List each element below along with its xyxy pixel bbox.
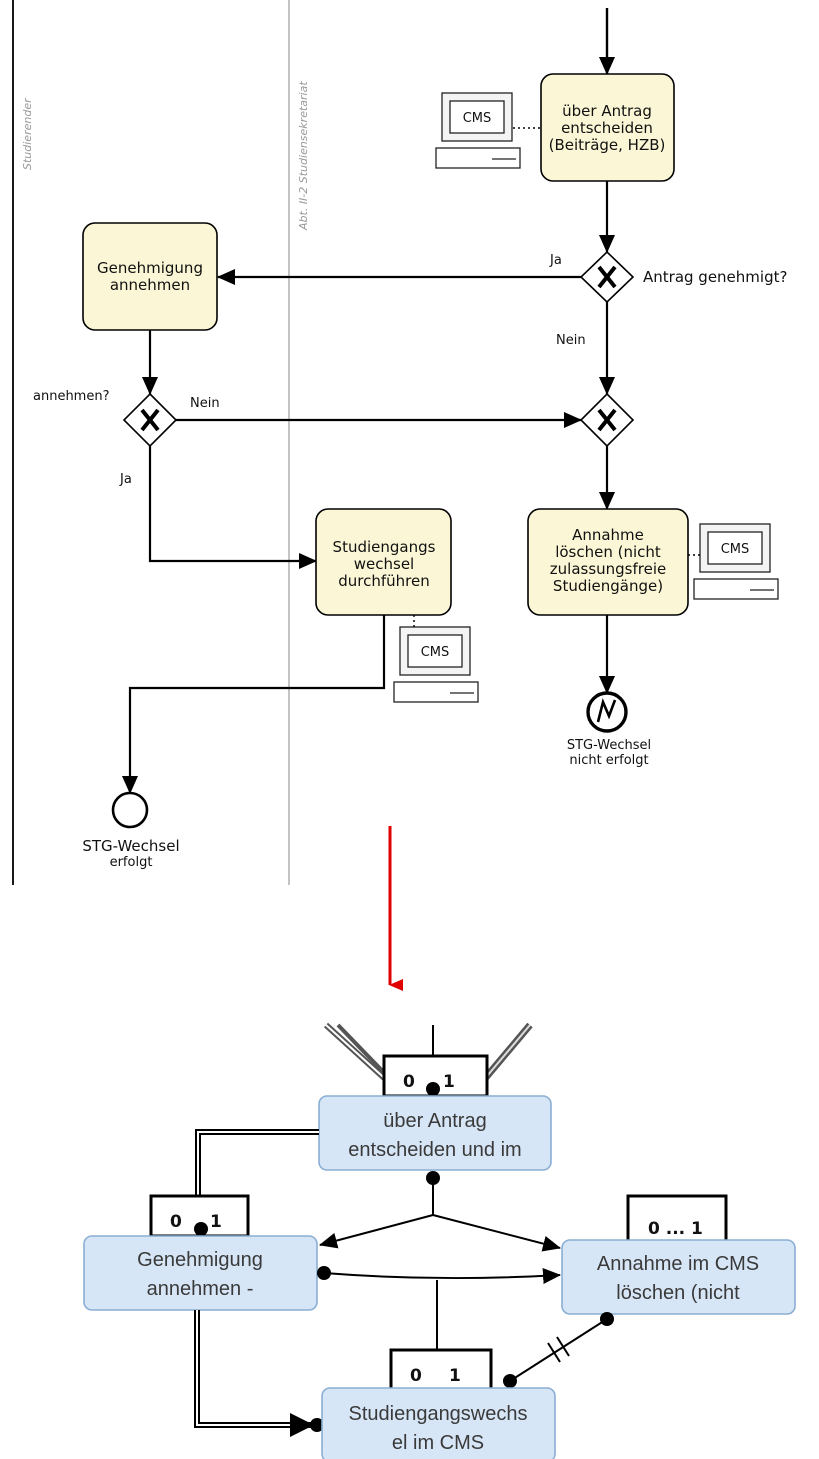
task-decide-line1: über Antrag (562, 102, 652, 120)
yawl-task-decide[interactable]: über Antrag entscheiden und im (318, 1095, 552, 1171)
gateway-accept[interactable] (122, 392, 178, 448)
task-accept-line2: annehmen (110, 276, 190, 294)
task-change-line1: Studiengangs (333, 538, 436, 556)
end-event-error[interactable] (586, 691, 628, 733)
task-delete-admission[interactable]: Annahme löschen (nicht zulassungsfreie S… (527, 508, 689, 616)
task-change-line3: durchführen (338, 572, 430, 590)
cancel-mark-icon (547, 1336, 570, 1363)
cms-computer-icon: CMS (693, 523, 779, 600)
task-accept-approval[interactable]: Genehmigung annehmen (82, 222, 218, 331)
cms-computer-icon: CMS (435, 92, 521, 169)
end-success-line1: STG-Wechsel (82, 837, 179, 855)
task-change-program[interactable]: Studiengangs wechsel durchführen (315, 508, 452, 616)
join-decoration-delete (626, 1194, 728, 1246)
join-dot-change-left (310, 1418, 324, 1432)
edge-label-accept-yes: Ja (119, 472, 132, 487)
arc-delete-to-change (509, 1318, 608, 1382)
gateway-merge[interactable] (579, 392, 635, 448)
join-accept-label: 0 (170, 1212, 182, 1232)
yawl-task-accept[interactable]: Genehmigung annehmen - (83, 1235, 318, 1311)
lane-label-office: Abt. II-2 Studiensekretariat (297, 81, 310, 231)
yawl-change-line2: el im CMS (392, 1432, 484, 1454)
task-delete-line3: zulassungsfreie (550, 560, 666, 578)
edge-label-yes: Ja (549, 253, 562, 268)
task-accept-line1: Genehmigung (97, 259, 203, 277)
arc-accept-to-delete (323, 1268, 561, 1284)
gateway-accept-label: annehmen? (33, 389, 109, 404)
yawl-change-line1: Studiengangswechs (348, 1403, 527, 1425)
task-decide-line3: (Beiträge, HZB) (549, 136, 666, 154)
arc-to-accept (319, 1214, 434, 1249)
gateway-application-approved[interactable] (579, 250, 635, 304)
join-accept-label-2: 1 (210, 1212, 222, 1232)
end-fail-line1: STG-Wechsel (567, 738, 651, 753)
join-change-label: 0 (410, 1366, 422, 1386)
lane-label-student: Studierender (21, 97, 34, 170)
join-decoration-change (389, 1348, 493, 1392)
yawl-accept-line1: Genehmigung (137, 1249, 263, 1271)
yawl-decide-line2: entscheiden und im (348, 1139, 521, 1161)
cms-label: CMS (721, 542, 750, 557)
end-fail-line2: nicht erfolgt (569, 753, 648, 768)
cms-label: CMS (463, 111, 492, 126)
join-dot-decide (426, 1082, 440, 1096)
yawl-delete-line2: löschen (nicht (616, 1282, 740, 1304)
join-dot-accept (194, 1222, 208, 1236)
cms-computer-icon: CMS (393, 626, 479, 703)
task-delete-line1: Annahme (572, 526, 644, 544)
arc-accept-to-change-double (194, 1310, 318, 1428)
join-decide-label-2: 1 (443, 1072, 455, 1092)
arc-to-delete (432, 1214, 561, 1252)
gateway-approved-label: Antrag genehmigt? (643, 268, 787, 286)
cms-label: CMS (421, 645, 450, 660)
task-decide-application[interactable]: über Antrag entscheiden (Beiträge, HZB) (540, 73, 675, 182)
join-dot-change-right (503, 1374, 517, 1388)
join-change-label-2: 1 (449, 1366, 461, 1386)
task-delete-line4: Studiengänge) (553, 577, 663, 595)
end-event-success[interactable] (111, 791, 149, 829)
yawl-task-change[interactable]: Studiengangswechs el im CMS (321, 1387, 556, 1459)
task-delete-line2: löschen (nicht (555, 543, 661, 561)
yawl-accept-line2: annehmen - (147, 1278, 254, 1300)
yawl-delete-line1: Annahme im CMS (597, 1253, 759, 1275)
yawl-diagram: 0 1 über Antrag entscheiden und im 0 1 G… (83, 1022, 796, 1459)
end-success-line2: erfolgt (110, 855, 153, 870)
flow-accept-yes (148, 446, 317, 569)
task-change-line2: wechsel (354, 555, 414, 573)
yawl-task-delete[interactable]: Annahme im CMS löschen (nicht (561, 1239, 796, 1315)
edge-label-no: Nein (556, 333, 586, 348)
bpmn-diagram: Studierender Abt. II-2 Studiensekretaria… (12, 0, 787, 885)
task-decide-line2: entscheiden (561, 119, 653, 137)
flow-change-to-end (122, 615, 386, 794)
edge-label-accept-no: Nein (190, 396, 220, 411)
yawl-decide-line1: über Antrag (383, 1110, 486, 1132)
join-decide-label: 0 (403, 1072, 415, 1092)
join-delete-label: 0 ... 1 (648, 1219, 703, 1239)
